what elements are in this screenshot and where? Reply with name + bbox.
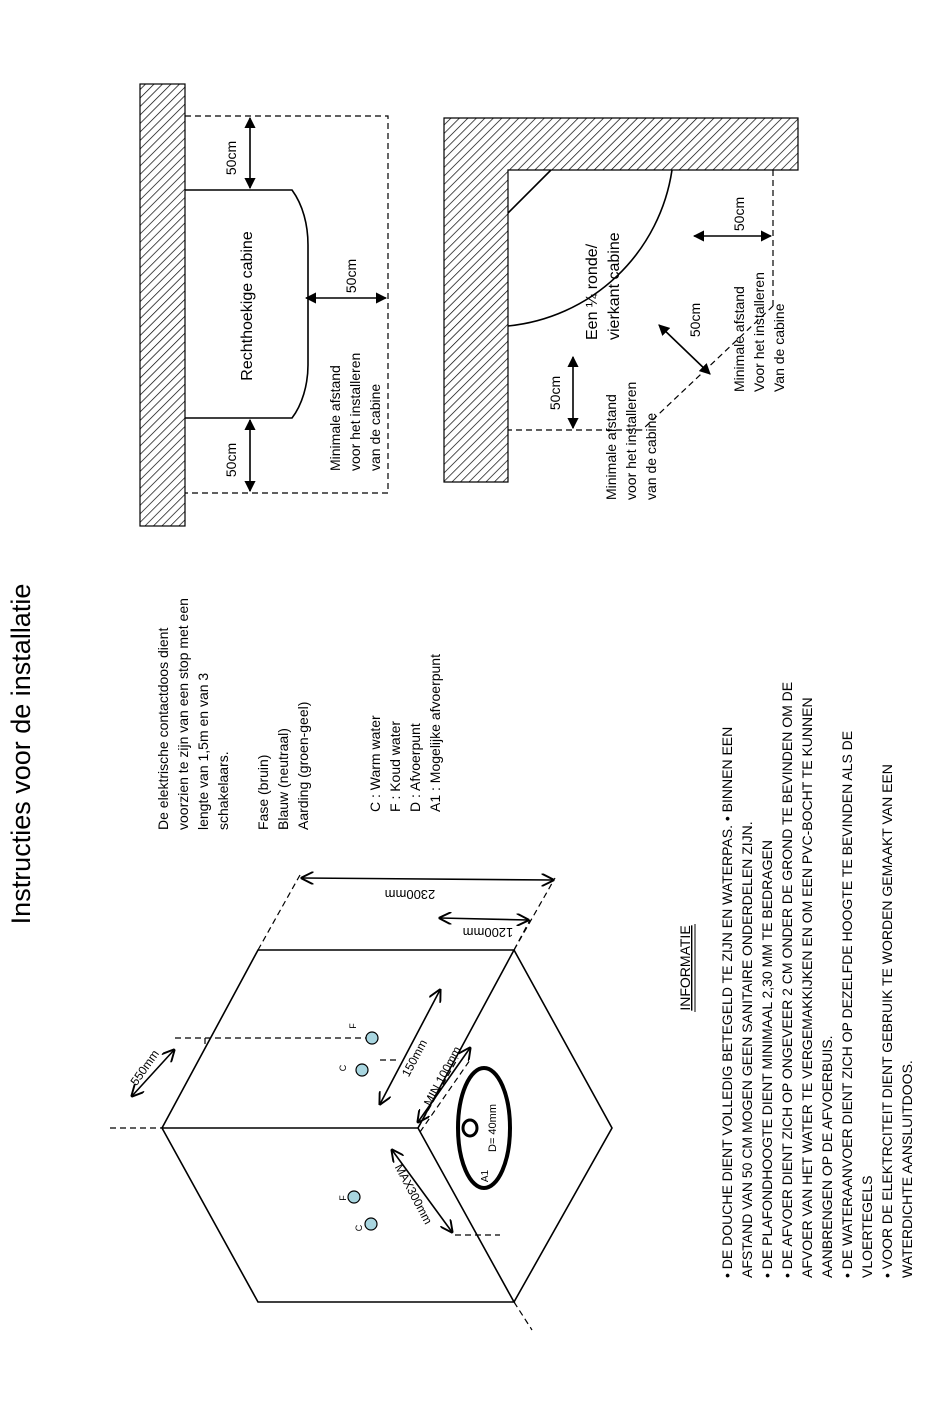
electrical-text: De elektrische contactdoos dient voorzie… [155, 598, 231, 830]
legend-item: C : Warm water [367, 715, 383, 812]
corner-note-line: Van de cabine [771, 303, 787, 392]
wire-item: Aarding (groen-geel) [295, 702, 311, 830]
corner-dim-diag: 50cm [687, 303, 703, 337]
corner-note-line: van de cabine [643, 413, 659, 500]
info-line: • VOOR DE ELEKTRCITEIT DIENT GEBRUIK TE … [879, 764, 895, 1278]
info-line: AANBRENGEN OP DE AFVOERBUIS. [819, 1036, 835, 1278]
wire-list: Fase (bruin) Blauw (neutraal) Aarding (g… [255, 702, 311, 830]
box-edges [160, 949, 613, 1303]
warm-water-connection [364, 1217, 378, 1231]
rect-dim-top: 50cm [223, 141, 239, 175]
rect-cabin-plan: 50cm 50cm 50cm Rechthoekige cabine Minim… [139, 83, 389, 527]
rect-cabin-wall [139, 83, 186, 527]
dim-550-arrow [132, 1050, 174, 1096]
corner-cabin-wall [443, 117, 799, 483]
corner-note-line: Voor het installeren [751, 272, 767, 392]
corner-dim-bottom: 50cm [547, 376, 563, 410]
legend-item: D : Afvoerpunt [407, 723, 423, 812]
corner-dim-side: 50cm [731, 197, 747, 231]
info-line: VLOERTEGELS [859, 1176, 875, 1278]
dim-min-arrow [418, 1048, 470, 1122]
corner-note-line: Minimale afstand [731, 286, 747, 392]
rect-note-line: voor het installeren [347, 353, 363, 471]
info-line: • DE PLAFONDHOOGTE DIENT MINIMAAL 2,30 M… [759, 840, 775, 1278]
dim-2300: 2300mm [385, 887, 436, 902]
corner-cabin-label: Een ¼ ronde/ vierkant cabine [584, 232, 623, 340]
a1-label: A1 [480, 1169, 491, 1182]
warm-water-connection [355, 1063, 369, 1077]
dim-1200-arrow [440, 918, 528, 920]
dim-1200: 1200mm [463, 925, 514, 940]
corner-note-line: voor het installeren [623, 382, 639, 500]
legend-item: F : Koud water [387, 721, 403, 812]
wire-item: Fase (bruin) [255, 755, 271, 830]
f-label: F [348, 1023, 358, 1029]
shower-box-drawing: 2300mm 1200mm 550mm 150mm MIN 100mm MAX3… [110, 874, 613, 1331]
rect-dim-bottom: 50cm [223, 443, 239, 477]
corner-cabin-label-line: Een ¼ ronde/ [584, 243, 601, 340]
connection-legend: C : Warm water F : Koud water D : Afvoer… [367, 654, 443, 812]
rect-clearance-line [185, 115, 389, 494]
rect-note-line: van de cabine [367, 384, 383, 471]
f-label: F [338, 1195, 348, 1201]
dim-extension-line [513, 1301, 533, 1331]
info-line: • DE WATERAANVOER DIENT ZICH OP DEZELFDE… [839, 731, 855, 1278]
drain-label: D= 40mm [487, 1104, 499, 1152]
dim-extension-line [513, 919, 531, 951]
drain-hole [461, 1118, 479, 1138]
corner-note-line: Minimale afstand [603, 394, 619, 500]
corner-note-1: Minimale afstand Voor het installeren Va… [731, 272, 787, 392]
info-line: AFSTAND VAN 50 CM MOGEN GEEN SANITAIRE O… [739, 821, 755, 1278]
corner-cabin-arc [507, 169, 673, 327]
wire-item: Blauw (neutraal) [275, 728, 291, 830]
corner-cabin-label-line: vierkant cabine [606, 232, 623, 340]
rect-note: Minimale afstand voor het installeren va… [327, 353, 383, 471]
dim-max-arrow [392, 1150, 452, 1232]
info-line: WATERDICHTE AANSLUITDOOS. [899, 1060, 915, 1278]
c-label: C [338, 1064, 348, 1071]
c-label: C [354, 1224, 364, 1231]
info-list: • DE DOUCHE DIENT VOLLEDIG BETEGELD TE Z… [719, 682, 915, 1278]
info-line: AFVOER VAN HET WATER TE VERGEMAKKIJKEN E… [799, 697, 815, 1278]
corner-cabin-plan: 50cm 50cm 50cm Een ¼ ronde/ vierkant cab… [443, 117, 799, 500]
corner-dim-diag-arrow [658, 324, 711, 375]
drain-area [456, 1066, 512, 1190]
legend-item: A1 : Mogelijke afvoerpunt [427, 654, 443, 812]
info-heading: INFORMATIE [677, 925, 693, 1010]
electrical-line: voorzien te zijn van een stop met een [175, 598, 191, 830]
dim-extension-line [257, 874, 301, 951]
dim-150-arrow [380, 990, 440, 1104]
corner-cabin-bevel [507, 169, 552, 214]
rect-note-line: Minimale afstand [327, 365, 343, 471]
rect-cabin-outline [185, 189, 309, 419]
rect-dim-side: 50cm [343, 259, 359, 293]
rect-cabin-label: Rechthoekige cabine [239, 231, 256, 381]
info-line: • DE AFVOER DIENT ZICH OP ONGEVEER 2 CM … [779, 682, 795, 1278]
cold-water-connection [347, 1190, 361, 1204]
cold-water-connection [365, 1031, 379, 1045]
info-line: • DE DOUCHE DIENT VOLLEDIG BETEGELD TE Z… [719, 727, 735, 1278]
page-title: Instructies voor de installatie [6, 584, 36, 925]
electrical-line: schakelaars. [215, 751, 231, 830]
dim-2300-arrow [302, 878, 553, 880]
corner-note-2: Minimale afstand voor het installeren va… [603, 382, 659, 500]
electrical-line: lengte van 1,5m en van 3 [195, 673, 211, 830]
electrical-line: De elektrische contactdoos dient [155, 628, 171, 830]
dim-max: MAX300mm [392, 1162, 435, 1227]
